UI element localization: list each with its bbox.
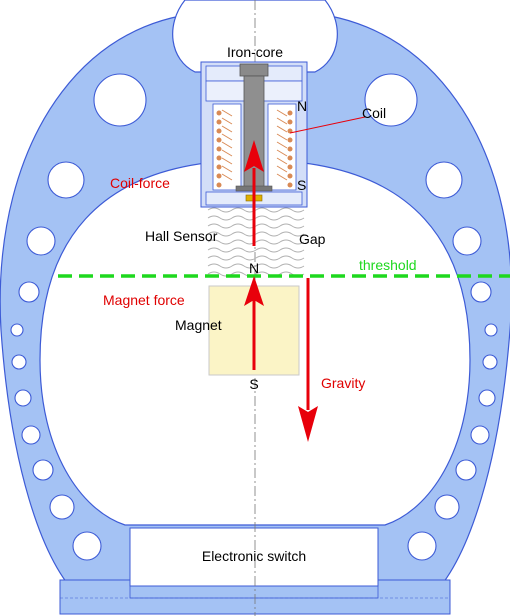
hole <box>484 323 498 337</box>
switch-inner-outline <box>129 585 379 599</box>
hole <box>452 226 482 256</box>
magnet-pole-n-label: N <box>249 260 259 276</box>
hole <box>10 323 24 337</box>
hole <box>93 73 147 127</box>
gap-waves <box>207 207 305 277</box>
electronic-switch-label: Electronic switch <box>202 548 306 564</box>
hole <box>455 459 477 481</box>
gravity-label: Gravity <box>321 375 365 391</box>
threshold-label: threshold <box>359 257 417 273</box>
top-pole-s-label: S <box>297 177 306 193</box>
coil-label: Coil <box>362 105 386 121</box>
coil-leader-line <box>289 116 366 134</box>
hole <box>470 281 492 303</box>
coil-windings <box>221 109 288 181</box>
hole <box>32 459 54 481</box>
hole <box>482 354 498 370</box>
hole <box>47 161 85 199</box>
hole <box>18 281 40 303</box>
hole <box>478 389 496 407</box>
hole <box>49 494 75 520</box>
hole <box>72 531 102 561</box>
iron-core-top <box>239 63 269 77</box>
hole <box>364 73 418 127</box>
gap-label: Gap <box>299 231 326 247</box>
hole <box>21 425 41 445</box>
hall-sensor-label: Hall Sensor <box>145 228 218 244</box>
hole <box>470 425 490 445</box>
iron-core-label: Iron-core <box>227 44 283 60</box>
hole <box>407 531 437 561</box>
frame-holes <box>10 73 498 561</box>
hole <box>14 389 32 407</box>
coil-winding-dots <box>216 110 293 188</box>
magnet-pole-s-label: S <box>249 376 258 392</box>
hole <box>434 494 460 520</box>
hole <box>425 161 463 199</box>
coil-force-arrow <box>244 140 264 246</box>
electronic-switch-box <box>129 527 379 587</box>
magnet-force-arrow <box>244 276 264 370</box>
hole <box>26 226 56 256</box>
electromagnet-assembly <box>200 61 308 208</box>
top-pole-n-label: N <box>297 98 307 114</box>
coil-force-label: Coil-force <box>110 175 170 191</box>
magnet-label: Magnet <box>175 317 222 333</box>
hole <box>11 354 27 370</box>
magnet-force-label: Magnet force <box>103 292 185 308</box>
gravity-arrow <box>298 278 318 442</box>
